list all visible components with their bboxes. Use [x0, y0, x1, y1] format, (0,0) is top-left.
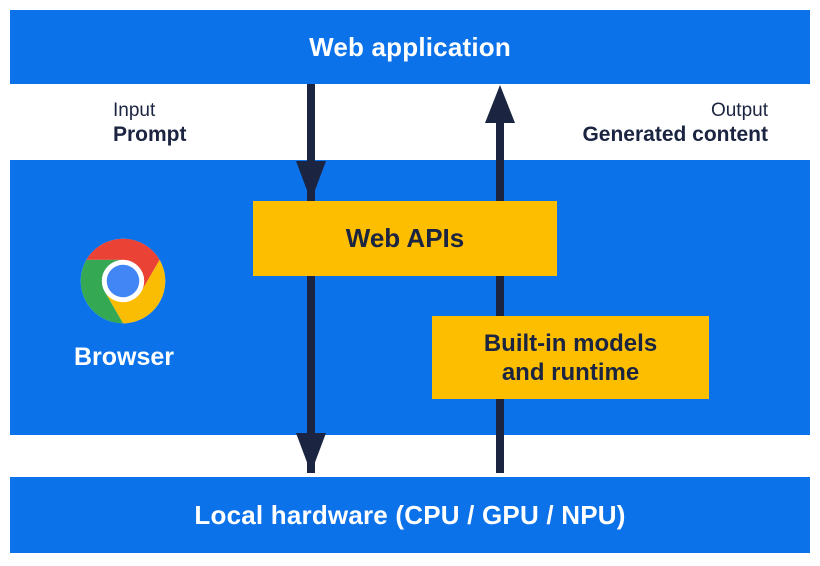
- local-hardware-layer: Local hardware (CPU / GPU / NPU): [10, 477, 810, 553]
- built-in-models-label-line2: and runtime: [501, 358, 640, 386]
- web-application-layer: Web application: [10, 10, 810, 84]
- local-hardware-label: Local hardware (CPU / GPU / NPU): [194, 499, 626, 530]
- built-in-models-box: Built-in models and runtime: [432, 316, 709, 399]
- input-value: Prompt: [113, 123, 187, 146]
- down-arrowhead-into-local-hardware: [296, 433, 326, 473]
- web-apis-label: Web APIs: [345, 223, 465, 253]
- down-arrow-line: [307, 84, 315, 473]
- input-label-group: Input Prompt: [113, 99, 187, 147]
- built-in-models-label-line1: Built-in models: [483, 329, 658, 357]
- up-arrowhead-into-web-application: [485, 85, 515, 123]
- chrome-logo-icon: [80, 238, 166, 324]
- web-application-label: Web application: [309, 31, 511, 62]
- input-title: Input: [113, 100, 156, 121]
- output-value: Generated content: [582, 123, 768, 146]
- up-arrow-line: [496, 120, 504, 473]
- output-label-group: Output Generated content: [582, 99, 768, 147]
- output-title: Output: [710, 100, 768, 121]
- web-apis-box: Web APIs: [253, 201, 557, 276]
- browser-label: Browser: [73, 343, 175, 371]
